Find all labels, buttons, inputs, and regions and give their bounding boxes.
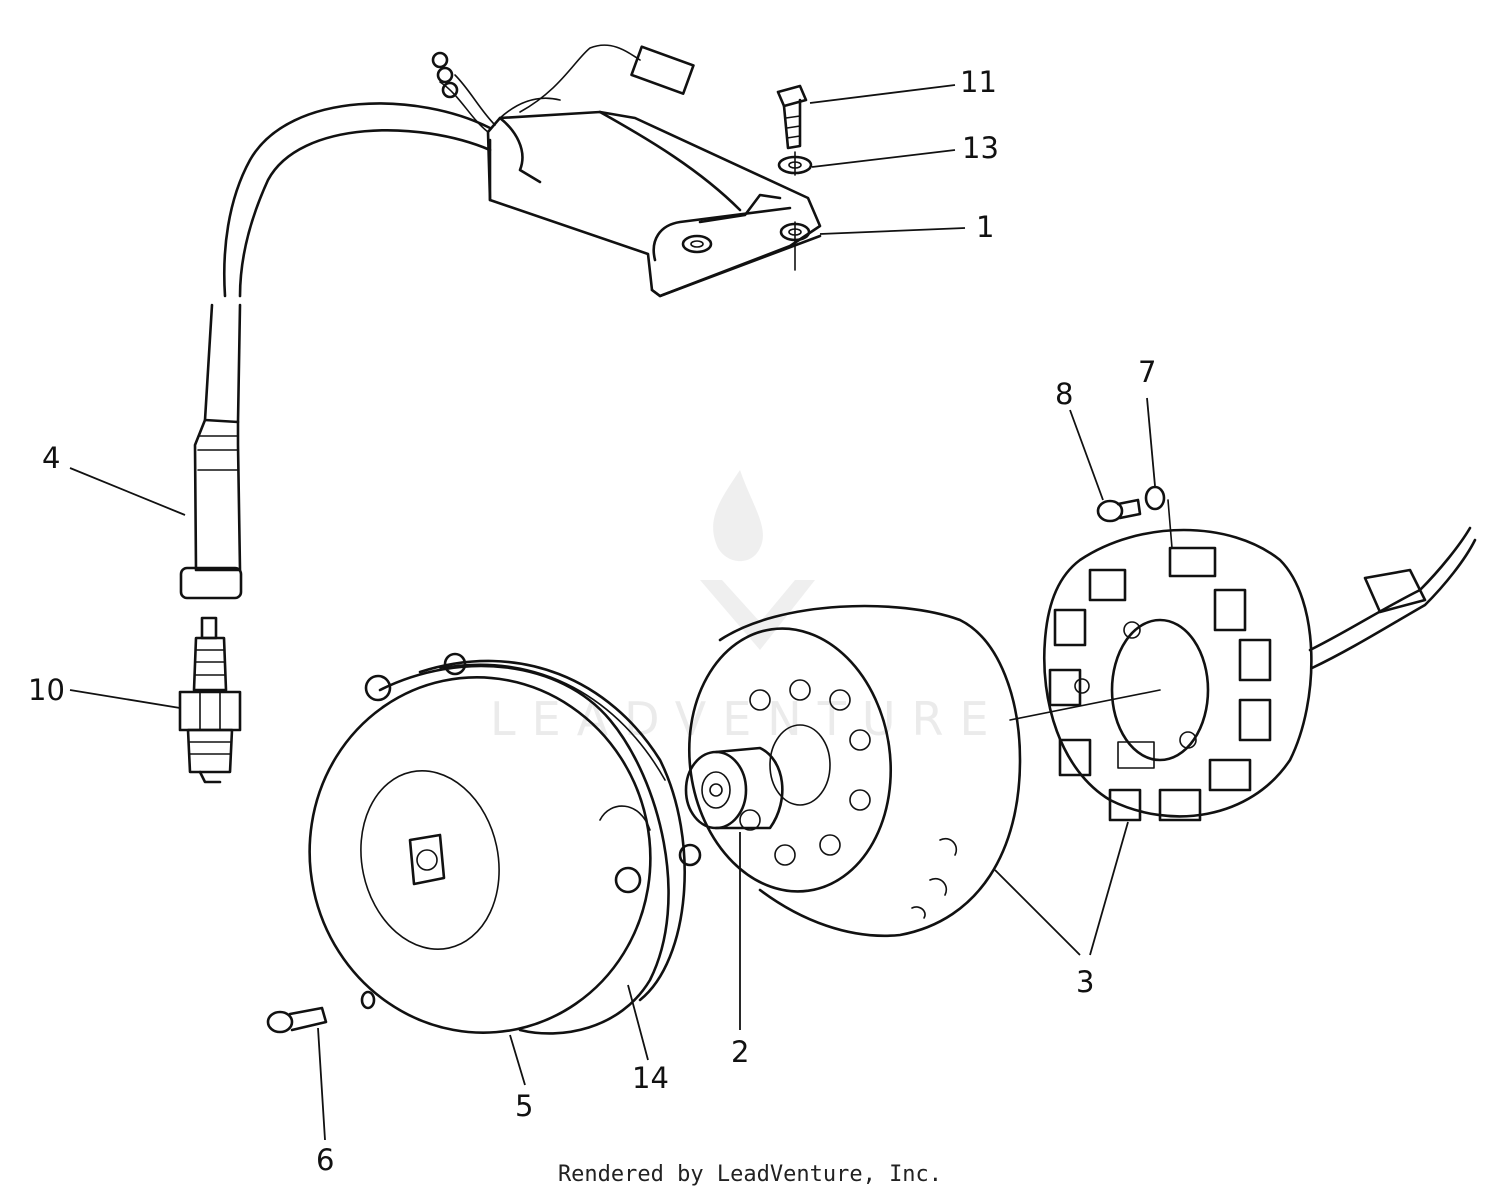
callout-3: 3	[1076, 965, 1094, 999]
callout-2: 2	[731, 1035, 749, 1069]
callout-7: 7	[1138, 355, 1156, 389]
callout-5: 5	[515, 1089, 533, 1123]
bolt-and-washer	[776, 84, 813, 176]
cover-screw	[266, 1006, 328, 1034]
callout-8: 8	[1055, 377, 1073, 411]
flywheel	[687, 604, 1161, 938]
leader-lines	[69, 84, 1156, 1141]
callout-11: 11	[960, 65, 997, 99]
callout-10: 10	[28, 673, 65, 707]
stator-plate	[1043, 526, 1477, 822]
callout-1: 1	[976, 210, 994, 244]
callout-6: 6	[316, 1143, 334, 1177]
callout-4: 4	[42, 441, 60, 475]
callout-13: 13	[962, 131, 999, 165]
ht-lead-and-cap	[179, 102, 492, 600]
stator-screw	[1096, 485, 1173, 549]
callout-labels: 11 13 1 4 8 7 10 3 2 14 5 6	[28, 65, 1156, 1177]
flywheel-cover	[308, 652, 702, 1035]
watermark-text: LEADVENTURE	[490, 692, 1005, 746]
ignition-coil	[431, 44, 822, 298]
callout-14: 14	[632, 1061, 669, 1095]
leadventure-watermark: LEADVENTURE	[490, 470, 1005, 746]
flywheel-nut	[684, 746, 784, 830]
spark-plug	[178, 616, 242, 784]
render-credit: Rendered by LeadVenture, Inc.	[557, 1162, 943, 1187]
